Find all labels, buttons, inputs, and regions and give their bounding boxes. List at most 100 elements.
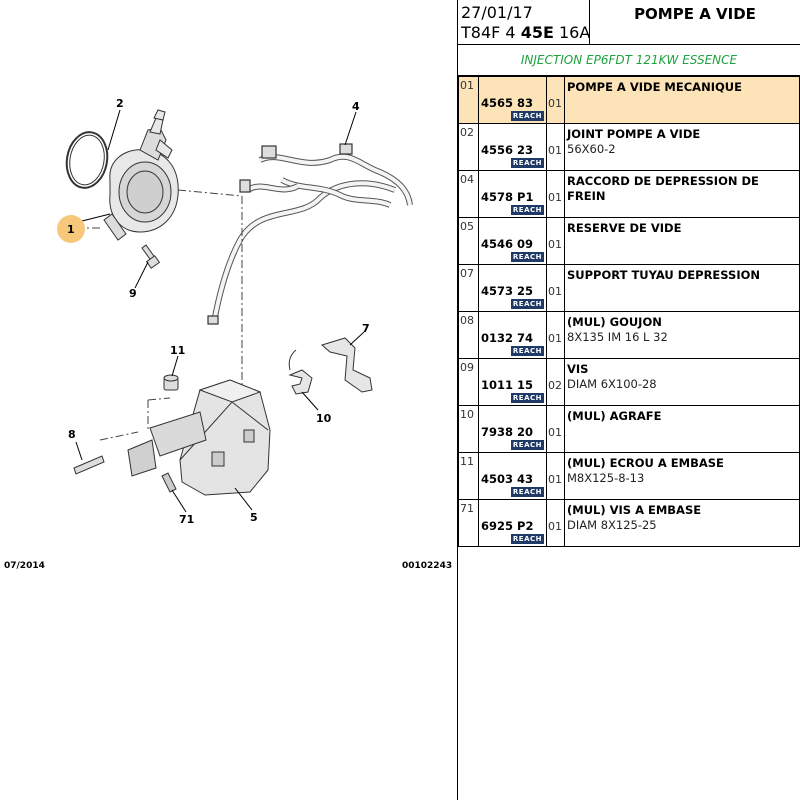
part-number: 4565 83 xyxy=(481,96,534,110)
part-index: 07 xyxy=(458,264,479,312)
part-quantity: 01 xyxy=(546,76,565,124)
reach-badge: REACH xyxy=(510,393,544,403)
part-description: RESERVE DE VIDE xyxy=(564,217,800,265)
part-name: (MUL) AGRAFE xyxy=(567,409,662,423)
reach-badge: REACH xyxy=(510,111,544,121)
page-title: POMPE A VIDE xyxy=(589,0,800,45)
callout-7[interactable]: 7 xyxy=(362,322,370,335)
part-number: 0132 74 xyxy=(481,331,534,345)
part-description: SUPPORT TUYAU DEPRESSION xyxy=(564,264,800,312)
screw-9-drawing xyxy=(141,244,161,269)
part-quantity: 01 xyxy=(546,217,565,265)
part-index: 11 xyxy=(458,452,479,500)
part-index: 04 xyxy=(458,170,479,218)
part-detail: DIAM 8X125-25 xyxy=(567,518,657,532)
callout-4[interactable]: 4 xyxy=(352,100,360,113)
part-number: 4556 23 xyxy=(481,143,534,157)
callout-highlight xyxy=(57,215,85,243)
callout-9[interactable]: 9 xyxy=(129,287,137,300)
part-number: 4503 43 xyxy=(481,472,534,486)
footer-date: 07/2014 xyxy=(4,561,45,571)
vacuum-pump-drawing xyxy=(103,109,179,241)
part-quantity: 01 xyxy=(546,405,565,453)
part-name: RACCORD DE DEPRESSION DE FREIN xyxy=(567,174,759,203)
part-index: 09 xyxy=(458,358,479,406)
callout-8[interactable]: 8 xyxy=(68,428,76,441)
part-index: 71 xyxy=(458,499,479,547)
code-prefix: T84F 4 xyxy=(461,23,516,42)
part-name: RESERVE DE VIDE xyxy=(567,221,682,235)
part-name: SUPPORT TUYAU DEPRESSION xyxy=(567,268,761,282)
part-number: 4573 25 xyxy=(481,284,534,298)
part-number: 1011 15 xyxy=(481,378,534,392)
vacuum-hose-drawing xyxy=(207,143,413,325)
callout-5[interactable]: 5 xyxy=(250,511,258,524)
reach-badge: REACH xyxy=(510,205,544,215)
part-quantity: 01 xyxy=(546,311,565,359)
nut-drawing xyxy=(163,374,179,391)
callout-10[interactable]: 10 xyxy=(316,412,332,425)
part-name: (MUL) ECROU A EMBASE xyxy=(567,456,724,470)
part-index: 10 xyxy=(458,405,479,453)
part-description: POMPE A VIDE MECANIQUE xyxy=(564,76,800,124)
o-ring-drawing xyxy=(65,131,109,189)
reach-badge: REACH xyxy=(510,158,544,168)
callout-71[interactable]: 71 xyxy=(179,513,194,526)
part-number: 4546 09 xyxy=(481,237,534,251)
part-description: (MUL) AGRAFE xyxy=(564,405,800,453)
stud-drawing xyxy=(73,455,105,475)
part-name: POMPE A VIDE MECANIQUE xyxy=(567,80,742,94)
part-index: 01 xyxy=(458,76,479,124)
exploded-diagram: 1 2 4 5 7 8 9 10 11 71 07/2014 00102243 xyxy=(4,97,452,571)
part-number: 7938 20 xyxy=(481,425,534,439)
part-detail: DIAM 6X100-28 xyxy=(567,377,657,391)
part-detail: 8X135 IM 16 L 32 xyxy=(567,330,668,344)
reach-badge: REACH xyxy=(510,299,544,309)
part-description: RACCORD DE DEPRESSION DE FREIN xyxy=(564,170,800,218)
part-number: 6925 P2 xyxy=(481,519,534,533)
part-name: (MUL) GOUJON xyxy=(567,315,662,329)
callout-1[interactable]: 1 xyxy=(67,223,75,236)
engine-label: INJECTION EP6FDT 121KW ESSENCE xyxy=(458,45,800,76)
callout-11[interactable]: 11 xyxy=(170,344,185,357)
part-name: (MUL) VIS A EMBASE xyxy=(567,503,702,517)
part-quantity: 01 xyxy=(546,170,565,218)
part-index: 05 xyxy=(458,217,479,265)
reach-badge: REACH xyxy=(510,487,544,497)
part-quantity: 02 xyxy=(546,358,565,406)
part-index: 02 xyxy=(458,123,479,171)
callout-2[interactable]: 2 xyxy=(116,97,124,110)
part-detail: M8X125-8-13 xyxy=(567,471,645,485)
code-bold: 45E xyxy=(520,23,554,42)
part-number: 4578 P1 xyxy=(481,190,534,204)
part-name: JOINT POMPE A VIDE xyxy=(567,127,701,141)
part-quantity: 01 xyxy=(546,123,565,171)
reach-badge: REACH xyxy=(510,252,544,262)
part-index: 08 xyxy=(458,311,479,359)
